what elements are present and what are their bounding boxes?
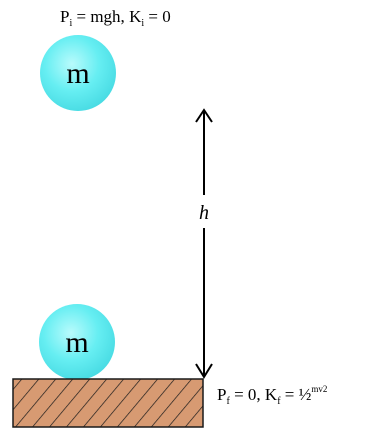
initial-potential-symbol: P — [60, 7, 69, 26]
bottom-ball: m — [39, 304, 115, 380]
final-potential-symbol: P — [217, 385, 226, 404]
initial-kinetic-value: = 0 — [144, 7, 171, 26]
initial-energy-label: Pi = mgh, Ki = 0 — [60, 7, 171, 29]
initial-potential-value: = mgh, — [72, 7, 129, 26]
final-kinetic-fraction: ½ — [299, 385, 312, 404]
bottom-ball-mass-label: m — [65, 326, 88, 359]
final-kinetic-symbol: K — [265, 385, 278, 404]
final-kinetic-superscript: mv2 — [311, 384, 327, 394]
top-ball-mass-label: m — [66, 57, 89, 90]
initial-kinetic-symbol: K — [129, 7, 142, 26]
final-kinetic-equals: = — [281, 385, 299, 404]
final-energy-label: Pf = 0, Kf = ½mv2 — [217, 384, 327, 407]
top-ball: m — [40, 35, 116, 111]
final-potential-value: = 0, — [230, 385, 265, 404]
ground-block — [13, 379, 203, 427]
height-label: h — [199, 202, 209, 224]
height-arrow — [196, 110, 212, 377]
